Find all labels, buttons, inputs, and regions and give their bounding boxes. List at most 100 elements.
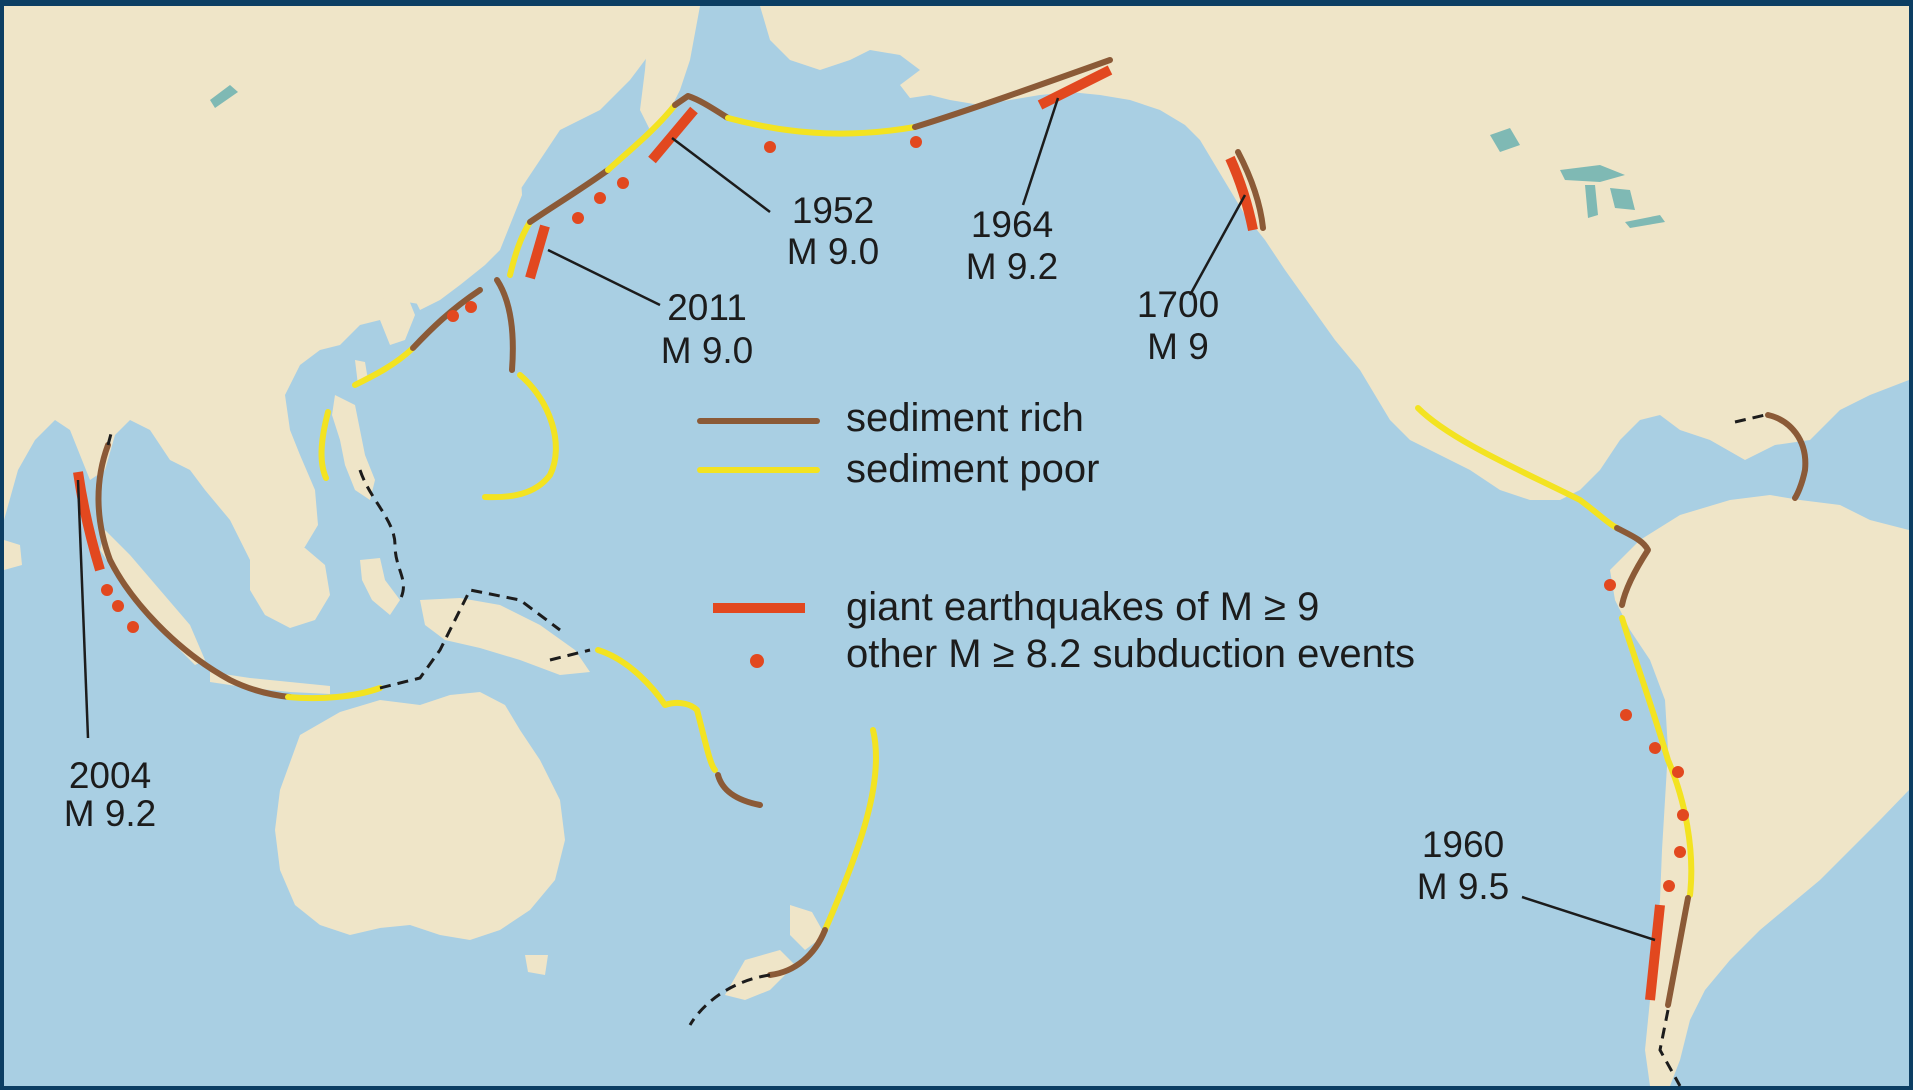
event-dot [910,136,922,148]
label-1952-magnitude: M 9.0 [787,231,880,272]
borneo-island [250,545,330,628]
leader-1700 [1188,194,1247,296]
sulawesi-island [360,558,400,615]
legend-poor-label: sediment poor [846,447,1099,491]
lake-michigan [1585,185,1598,218]
java-island [210,672,330,694]
event-dot [101,584,113,596]
new-guinea-island [420,598,590,675]
colombia-rich [1614,525,1651,608]
event-dot [764,141,776,153]
korea-peninsula [380,290,415,345]
nankai-rich [410,287,483,351]
label-1952-year: 1952 [792,190,874,231]
australia-landmass [275,692,565,940]
leader-1964 [1021,97,1060,206]
lake-huron [1610,188,1635,210]
banda-dashed [379,588,561,690]
label-2004-year: 2004 [69,755,151,796]
leader-2004 [76,479,90,739]
aleutian-central-poor [725,115,918,137]
kamchatka-poor [605,102,678,173]
event-dot [1674,846,1686,858]
event-dot [617,177,629,189]
land-masses [4,6,1909,1086]
tonga-kermadec-poor [822,727,879,933]
asia-landmass [4,6,660,580]
japan-trench-poor [507,219,533,278]
lake-baikal [210,85,238,108]
greenland-edge [1620,6,1909,60]
event-dot [1620,709,1632,721]
bismarck-dashed [549,648,591,662]
leader-1952 [671,137,771,213]
event-dot [1649,742,1661,754]
lake-superior [1560,165,1625,182]
rupture-2011-tohoku [525,224,550,280]
event-dot [594,192,606,204]
event-dot [1672,766,1684,778]
map-legend: sediment rich sediment poor giant earthq… [697,396,1415,676]
other-subduction-events [101,136,1689,892]
event-dot [127,621,139,633]
peru-chile-poor [1619,615,1695,898]
event-dot [1604,579,1616,591]
rupture-1964-alaska [1037,65,1113,110]
label-1964-magnitude: M 9.2 [966,246,1059,287]
event-dot [1663,880,1675,892]
cuba-island [1640,395,1745,420]
sri-lanka-island [4,540,22,570]
legend-rich-label: sediment rich [846,396,1084,440]
lesser-antilles-rich [1765,412,1809,501]
south-chile-rich [1665,895,1691,1008]
cascadia-rich [1235,149,1266,231]
label-2004-magnitude: M 9.2 [64,793,157,834]
sunda-arc-rich [95,442,293,700]
tasmania-island [525,955,548,975]
ryukyu-poor [352,345,416,388]
leader-1960 [1521,895,1656,942]
rupture-1952-kamchatka [648,106,698,164]
event-dot [447,310,459,322]
philippine-trench-poor [318,409,331,481]
new-hebrides-rich [715,772,763,808]
great-lakes [210,85,1665,228]
subduction-boundaries [95,57,1809,1087]
molucca-dashed [358,469,405,601]
japan-islands [415,150,522,310]
event-dot [1677,809,1689,821]
alaska-rich [912,57,1113,130]
patagonia-dashed [1658,1009,1682,1087]
event-dot [465,301,477,313]
rupture-2004-sumatra [73,471,105,572]
legend-other-label: other M ≥ 8.2 subduction events [846,632,1415,676]
leader-2011 [547,248,661,307]
mariana-poor [482,372,559,501]
hudson-bay-edge [1490,128,1520,152]
middle-america-poor [1415,405,1620,531]
rupture-1700-cascadia [1225,155,1258,231]
sumatra-north-dashed [106,429,114,446]
label-2011-year: 2011 [667,287,747,328]
legend-giant-label: giant earthquakes of M ≥ 9 [846,585,1319,629]
north-america-landmass [760,6,1909,500]
annotation-leaders [76,97,1656,942]
label-1700-magnitude: M 9 [1147,326,1209,367]
java-trench-poor [285,685,383,702]
philippine-islands [332,395,375,500]
aleutian-west-rich [672,93,731,121]
legend-event-dot [750,654,764,668]
event-dot [112,600,124,612]
vanuatu-poor [595,647,718,773]
earthquake-labels: 2004 M 9.2 2011 M 9.0 1952 M 9.0 1964 M … [64,190,1510,907]
sakhalin-island [502,70,518,145]
giant-earthquake-ruptures [73,65,1665,1001]
label-1964-year: 1964 [971,204,1053,245]
hikurangi-rich [767,927,828,978]
label-1700-year: 1700 [1137,284,1219,325]
new-zealand-north-island [790,905,825,950]
caribbean-dashed [1734,413,1766,424]
kamchatka-peninsula [640,6,700,130]
